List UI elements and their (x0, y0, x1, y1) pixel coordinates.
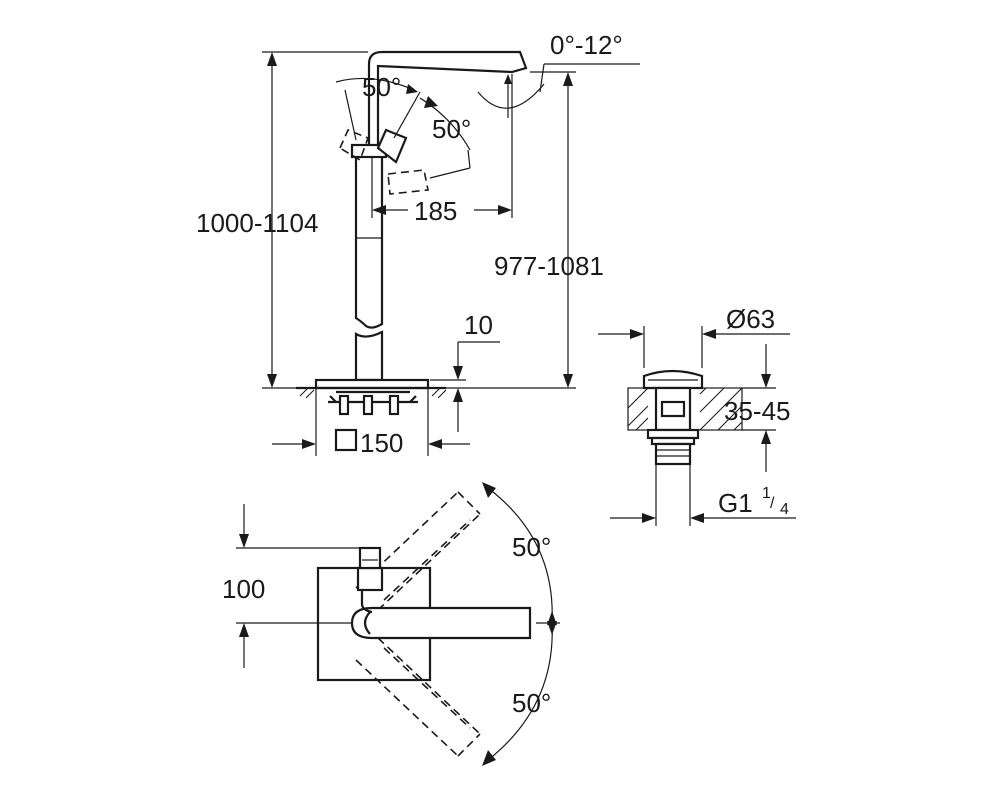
dim-waste-thread-den: 4 (780, 501, 789, 518)
dim-plan-offset: 100 (222, 574, 265, 604)
fraction-slash: / (770, 495, 775, 512)
base-plate (314, 378, 430, 390)
square-symbol (334, 428, 358, 452)
plan-view: 100 50° 50° (222, 482, 560, 766)
countertop-hatch (627, 387, 743, 431)
plan-spout (356, 566, 384, 592)
waste-valve: Ø63 35-45 G1 1 / 4 (598, 304, 796, 526)
mounting-fixture (328, 390, 418, 416)
dim-lever-angle-right: 50° (432, 114, 471, 144)
dim-countertop-thickness: 35-45 (724, 396, 791, 426)
plan-lever-upper-dashed (355, 491, 481, 611)
dim-plan-angle-lower: 50° (512, 688, 551, 718)
dim-spout-height: 977-1081 (494, 251, 604, 281)
dim-waste-diameter: Ø63 (726, 304, 775, 334)
dim-base-square: 150 (360, 428, 403, 458)
lever-handle (376, 128, 408, 164)
dim-spout-reach: 185 (414, 196, 457, 226)
side-view-mixer: 1000-1104 977-1081 185 0°-12° 50° 50° (196, 30, 640, 458)
dim-spout-tilt: 0°-12° (550, 30, 623, 60)
lever-position-front (387, 169, 429, 195)
dim-waste-thread: G1 (718, 488, 753, 518)
dim-plan-angle-upper: 50° (512, 532, 551, 562)
spout (367, 50, 528, 155)
plan-lever (350, 606, 532, 640)
mixer-column (354, 153, 384, 329)
dim-lever-angle-left: 50° (362, 72, 401, 102)
dim-waste-thread-num: 1 (762, 485, 771, 502)
plan-lever-lower-dashed (355, 637, 481, 757)
mixer-column-lower (354, 330, 384, 382)
dim-total-height: 1000-1104 (196, 208, 318, 238)
dim-base-offset: 10 (464, 310, 493, 340)
lever-position-left (338, 128, 370, 162)
